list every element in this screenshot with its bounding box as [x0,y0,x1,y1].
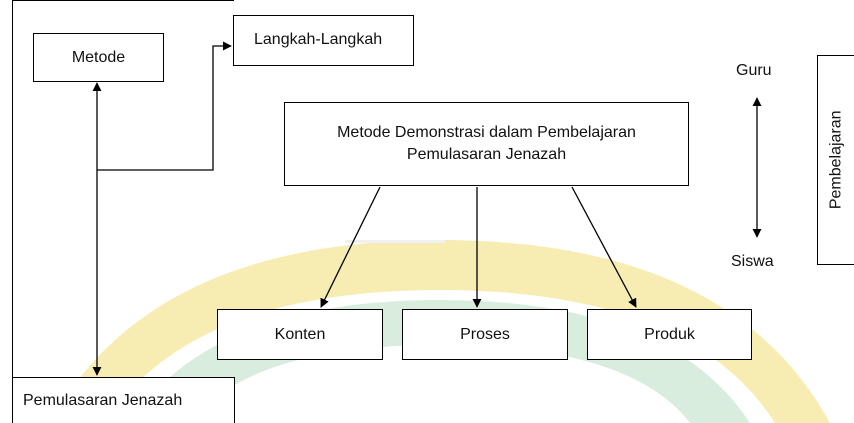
edge-metode-langkah [97,41,232,171]
node-pemulasaran-jenazah: Pemulasaran Jenazah [12,377,235,423]
frame-top-border [12,0,234,2]
node-central-line-1: Metode Demonstrasi dalam Pembelajaran [337,124,636,142]
node-konten: Konten [217,309,383,360]
node-produk: Produk [587,309,752,360]
node-pembelajaran-label: Pembelajaran [827,110,845,210]
label-siswa: Siswa [731,253,774,270]
node-central: Metode Demonstrasi dalam Pembelajaran Pe… [284,102,689,186]
label-guru: Guru [736,62,772,79]
node-langkah-label: Langkah-Langkah [254,31,383,48]
node-pemulasaran-label: Pemulasaran Jenazah [23,392,183,410]
node-central-line-2: Pemulasaran Jenazah [406,146,567,163]
frame-left-border [12,0,14,380]
node-metode: Metode [33,33,164,82]
watermark-yellow-arc [50,240,830,423]
node-langkah-langkah: Langkah-Langkah [233,15,414,66]
watermark-faint-line [345,240,445,243]
node-pembelajaran: Pembelajaran [817,55,854,265]
node-konten-label: Konten [274,325,326,343]
node-metode-label: Metode [71,48,126,66]
node-proses-label: Proses [460,325,510,343]
node-produk-label: Produk [644,325,695,343]
edge-central-konten [320,186,381,308]
node-proses: Proses [402,309,568,360]
edge-central-produk [571,186,637,308]
